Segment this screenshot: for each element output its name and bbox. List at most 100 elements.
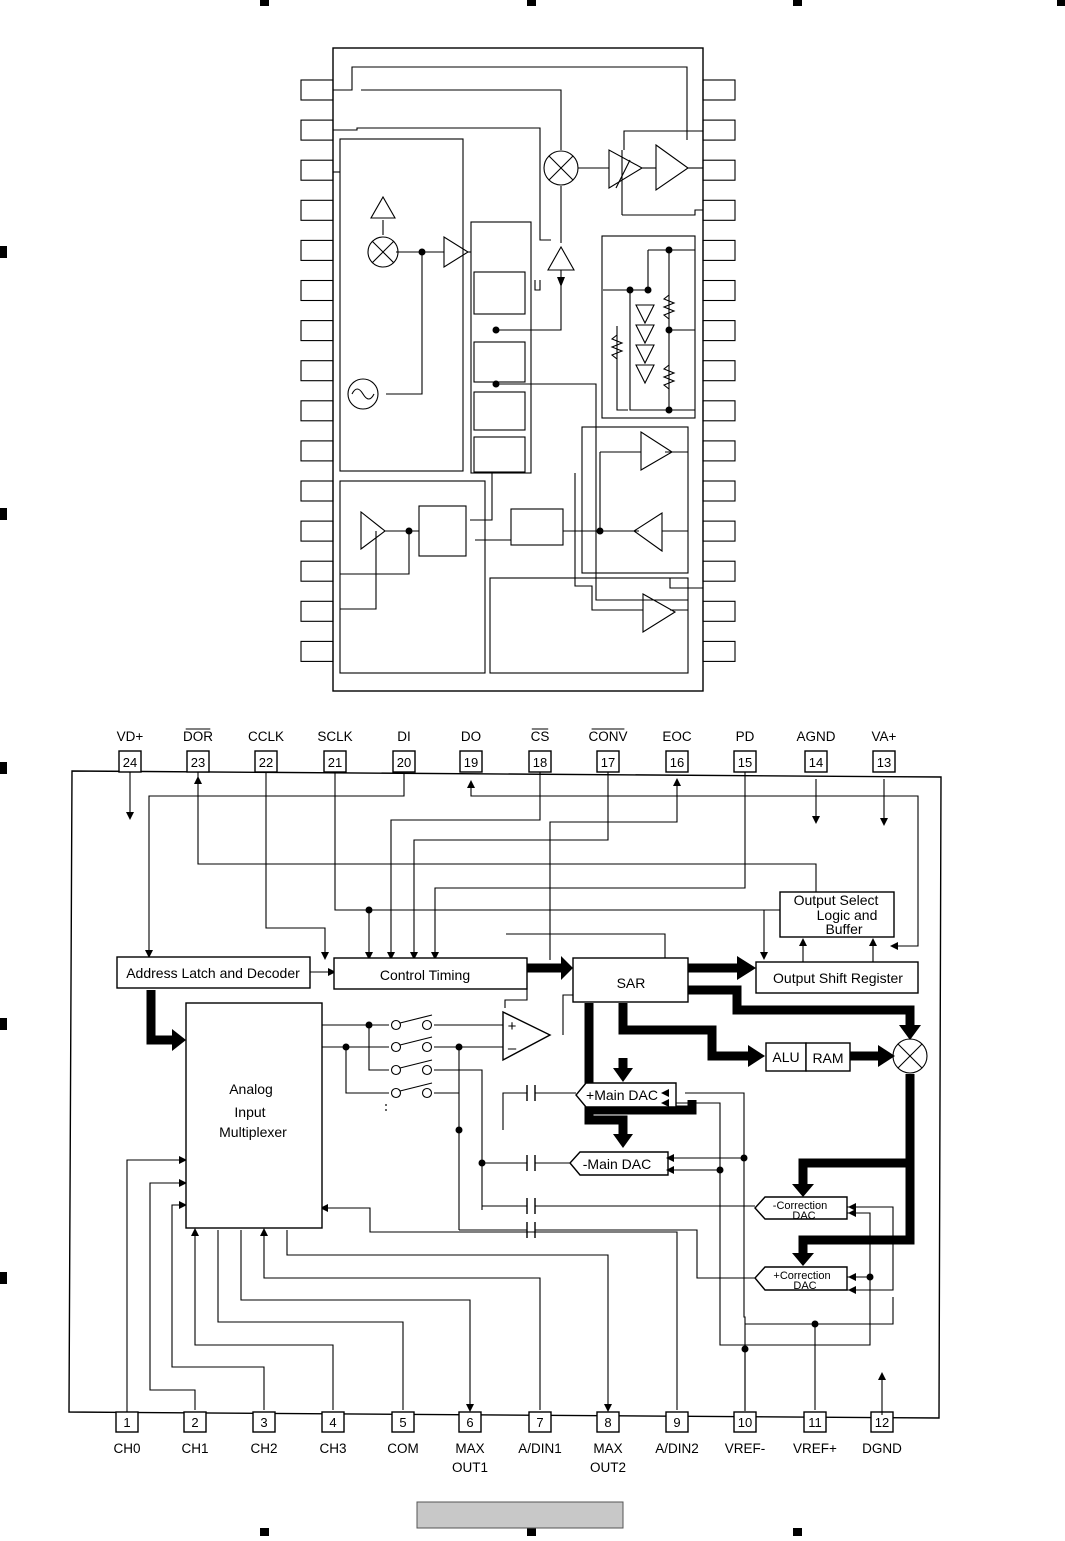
pin-number: 11 [808, 1415, 822, 1430]
pin-box [459, 750, 483, 773]
ic-pin [702, 239, 736, 261]
output-shift-register-box [755, 961, 919, 994]
pin-label: CCLK [248, 729, 284, 744]
control-timing-label: Control Timing [380, 967, 470, 983]
ic-pin [702, 440, 736, 462]
adc-chip-outline [68, 770, 942, 1419]
ic-pin [702, 79, 736, 101]
pin-number: 4 [329, 1415, 336, 1430]
pin-box [321, 1411, 345, 1433]
pin-label: DGND [862, 1441, 902, 1456]
pin-box [391, 1411, 415, 1433]
bottom-pin-7: 7A/DIN1 [518, 1411, 562, 1456]
top-pin-22: 22 CCLK [248, 729, 284, 773]
pin-number: 15 [738, 755, 752, 770]
comparator [502, 1010, 552, 1062]
ic-pin [702, 159, 736, 181]
pin-label: COM [387, 1441, 419, 1456]
mux-label-2: Input [234, 1104, 265, 1120]
pin-label: DOR [183, 729, 213, 744]
output-select-label-3: Buffer [825, 921, 862, 937]
minus-correction-dac-label-1: -Correction [773, 1200, 827, 1212]
top-pin-19: 19 DO [459, 729, 483, 773]
plus-correction-dac-label-1: +Correction [773, 1270, 830, 1282]
ic-pin [702, 520, 736, 542]
pin-number: 3 [260, 1415, 267, 1430]
pin-number: 12 [875, 1415, 889, 1430]
pin-number: 8 [604, 1415, 611, 1430]
ic-right-pins [702, 79, 736, 662]
pin-number: 24 [123, 755, 137, 770]
plus-main-dac-box [575, 1082, 677, 1108]
capacitors [526, 1085, 536, 1238]
ic-pin [702, 199, 736, 221]
pin-label: VREF- [725, 1441, 766, 1456]
pin-label: VD+ [117, 729, 144, 744]
ic-left-pins [300, 79, 334, 662]
minus-main-dac-label: -Main DAC [583, 1156, 651, 1172]
pin-box [733, 1411, 757, 1433]
ic-pin [300, 119, 334, 141]
pin-box [392, 750, 416, 773]
ic-pin [300, 520, 334, 542]
ic-pin [300, 480, 334, 502]
pin-label: DI [397, 729, 411, 744]
pin-label: MAX [593, 1441, 622, 1456]
ic-pin [300, 640, 334, 662]
pin-box [528, 1411, 552, 1433]
minus-main-dac-box [569, 1151, 669, 1176]
analog-switches [385, 1014, 433, 1114]
pin-number: 6 [466, 1415, 473, 1430]
analog-input-multiplexer-box [185, 1002, 323, 1229]
pin-number: 18 [533, 755, 547, 770]
footer-gray-bar [416, 1501, 624, 1529]
ic-pin [702, 400, 736, 422]
pin-number: 2 [191, 1415, 198, 1430]
mux-label-3: Multiplexer [219, 1124, 287, 1140]
pin-label-line2: OUT2 [590, 1460, 626, 1475]
pin-label: AGND [796, 729, 835, 744]
output-select-label-1: Output Select [794, 892, 879, 908]
ic-pin [702, 600, 736, 622]
pin-number: 10 [738, 1415, 752, 1430]
ic-pin [300, 560, 334, 582]
ram-box [805, 1042, 851, 1072]
alu-label: ALU [772, 1049, 799, 1065]
pin-label: CH1 [181, 1441, 208, 1456]
comparator-minus-label: – [508, 1040, 517, 1057]
pin-number: 21 [328, 755, 342, 770]
ic-pin [300, 400, 334, 422]
pin-number: 16 [670, 755, 684, 770]
comparator-plus-label: + [508, 1018, 517, 1035]
pin-label: CH3 [319, 1441, 346, 1456]
ic-pin [702, 560, 736, 582]
multiplier-symbol [892, 1038, 928, 1074]
pin-box [183, 1411, 207, 1433]
bottom-pin-9: 9A/DIN2 [655, 1411, 699, 1456]
pin-number: 22 [259, 755, 273, 770]
minus-correction-dac-label-2: DAC [792, 1210, 815, 1222]
junction-dots [342, 906, 874, 1353]
top-ic-block-diagram [300, 47, 736, 692]
sar-box [572, 957, 689, 1003]
ic-pin [702, 480, 736, 502]
pin-label: CONV [588, 729, 627, 744]
pin-label: DO [461, 729, 481, 744]
ic-pin [702, 119, 736, 141]
pin-number: 19 [464, 755, 478, 770]
pin-label: PD [736, 729, 755, 744]
ic-pin [300, 600, 334, 622]
top-pin-24: 24 VD+ [117, 729, 144, 773]
pin-box [252, 1411, 276, 1433]
ic-pin [702, 360, 736, 382]
